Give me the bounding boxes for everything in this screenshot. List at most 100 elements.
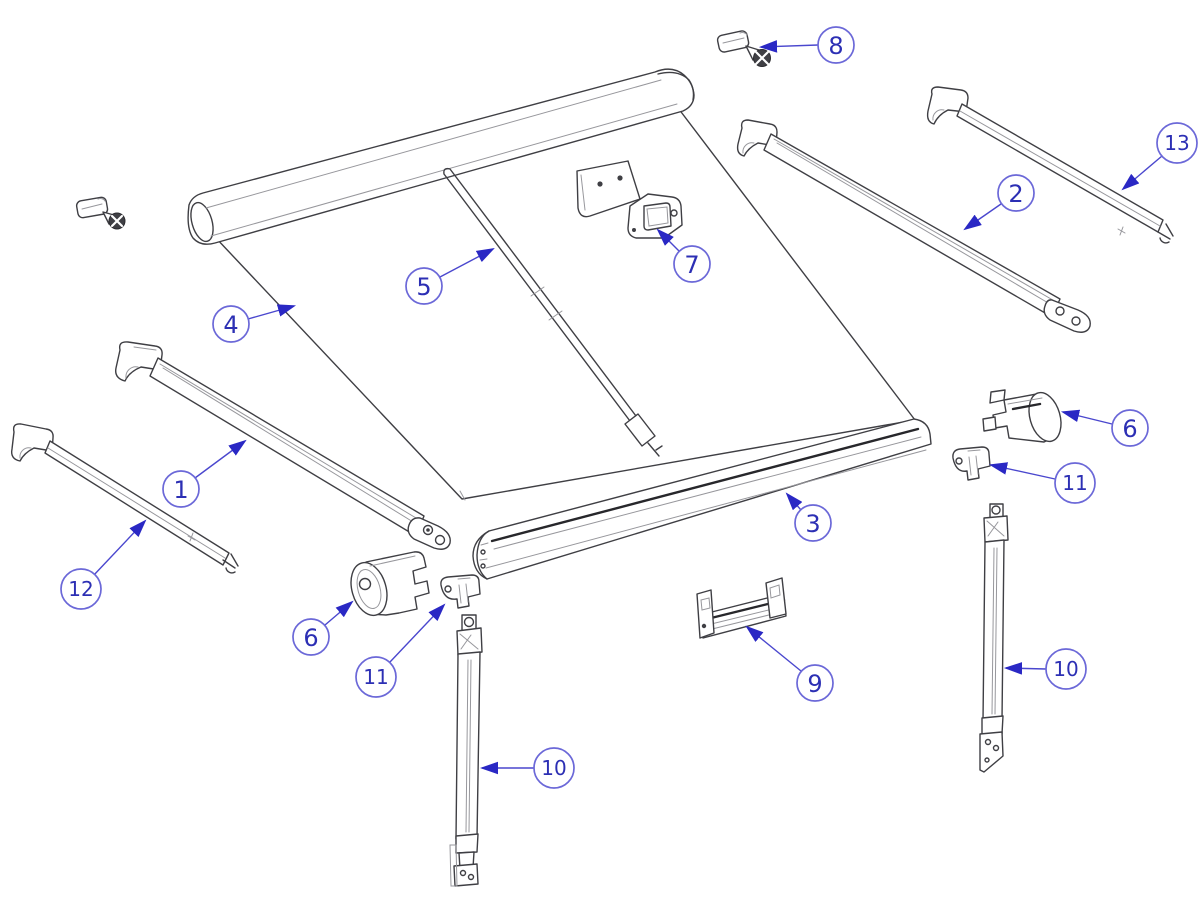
rail12-hook-cap (10, 423, 54, 462)
callout-6-right-number: 6 (1122, 415, 1137, 443)
bracket-window (643, 202, 672, 231)
bar1-end-dot (426, 528, 430, 532)
cap-left (75, 196, 109, 219)
clamp11R-hole (955, 457, 963, 465)
callout-11-left: 11 (355, 603, 446, 698)
callout-7-number: 7 (684, 251, 699, 279)
callout-5-circle (405, 267, 443, 305)
arm10R-foot-hole3 (984, 757, 990, 763)
part-tension-arm-left (449, 614, 483, 887)
arm10L-side-plate (449, 844, 458, 887)
part-mounting-bracket-cover (576, 160, 683, 239)
clamp11L-slots (457, 577, 471, 604)
leadrail-end-hole1 (480, 549, 486, 555)
callout-9-number: 9 (807, 670, 822, 698)
bracket-hole (632, 228, 636, 232)
callout-6-left: 6 (292, 600, 354, 656)
arm10L-foot-hole1 (459, 869, 467, 877)
part-arm-clamp-right (952, 446, 991, 481)
callout-13-leader (1121, 155, 1163, 191)
callout-6-left-number: 6 (303, 624, 318, 652)
part-arm-clamp-left (440, 574, 481, 609)
arm10R-hinge-detail (986, 520, 1005, 537)
callout-5-leader (439, 248, 495, 278)
bar2-end-fitting (1043, 299, 1091, 333)
callout-4-number: 4 (223, 311, 238, 339)
plate-hole-2 (617, 175, 623, 181)
callout-1-leader (194, 439, 247, 479)
clamp11R-body (952, 446, 991, 481)
callout-5-number: 5 (416, 273, 431, 301)
part-drive-end-cap-left (350, 551, 430, 617)
rail12-end-tick (187, 532, 196, 542)
motor6L-hub (358, 577, 372, 591)
callout-4: 4 (212, 304, 297, 343)
clamp11L-hole (444, 585, 452, 593)
callout-9-leader (745, 625, 802, 672)
callout-8-circle (817, 26, 855, 64)
callout-11-right-number: 11 (1062, 471, 1087, 495)
callout-9: 9 (745, 625, 834, 702)
part-roller-tube-bar (115, 341, 451, 550)
bracket9-right-tab (765, 577, 787, 619)
callout-3: 3 (785, 492, 832, 542)
callout-13-number: 13 (1164, 131, 1189, 155)
callout-6-right-circle (1111, 409, 1149, 447)
cover-plate (576, 160, 641, 218)
arm10L-foot-hole2 (467, 873, 475, 881)
cap-left-detail (81, 198, 106, 210)
callout-7: 7 (656, 228, 711, 283)
callout-11-left-number: 11 (363, 665, 388, 689)
arm10L-clevis-hole (463, 616, 475, 628)
callout-12-leader (92, 519, 147, 577)
callout-7-circle (673, 245, 711, 283)
rail13-hook (932, 109, 945, 121)
callout-1: 1 (162, 439, 247, 508)
plate-hole-1 (597, 181, 603, 187)
rail13-end (1157, 223, 1174, 244)
callout-6-right-leader (1060, 409, 1113, 425)
bracket9-left-slot (700, 597, 711, 611)
bar1-end-hole1 (422, 524, 434, 536)
bracket9-right-slot (769, 584, 781, 599)
motor6L-highlight (369, 555, 416, 567)
motor6R-stripe (1011, 402, 1042, 411)
callout-8-number: 8 (828, 32, 843, 60)
part-guide-rail-left (10, 423, 239, 574)
callout-10-right-circle (1045, 648, 1087, 690)
motor6R-tab1 (989, 389, 1006, 404)
rod-tip-pin (647, 442, 663, 457)
rail12-end (222, 553, 239, 574)
callout-13: 13 (1121, 122, 1198, 191)
callout-12-circle (60, 568, 102, 610)
bar1-end-fitting (407, 517, 451, 550)
arm10R-foot-hole1 (984, 738, 992, 746)
callout-6-left-leader (324, 600, 354, 626)
callout-4-circle (212, 305, 250, 343)
part-fabric-canopy (187, 68, 916, 501)
bracket9-hole (701, 623, 707, 629)
callout-11-left-circle (355, 656, 397, 698)
part-screw-and-cap-left (75, 196, 126, 230)
bracket-window-inner (646, 206, 669, 227)
callout-10-left: 10 (479, 747, 575, 789)
callout-11-left-leader (389, 603, 446, 663)
bar1-highlight (159, 363, 422, 526)
leadrail-highlights (485, 436, 927, 569)
callout-5: 5 (405, 248, 495, 305)
leadrail-body (472, 418, 932, 580)
clamp11R-slots (967, 449, 981, 476)
part-bottom-mounting-bracket (696, 577, 787, 639)
callout-11-right-leader (988, 462, 1056, 480)
callout-11-right: 11 (988, 462, 1096, 504)
arm10R-foot-hole2 (992, 744, 1000, 752)
callout-10-right: 10 (1003, 648, 1087, 690)
rail12-groove (47, 447, 226, 559)
callout-10-left-number: 10 (541, 756, 566, 780)
part-screw-and-cap-top (716, 30, 771, 67)
rod-tip-block (624, 413, 656, 447)
motor6R-tab2 (982, 416, 997, 432)
clamp11L-body (440, 574, 481, 609)
part-front-lead-rail (472, 418, 932, 580)
